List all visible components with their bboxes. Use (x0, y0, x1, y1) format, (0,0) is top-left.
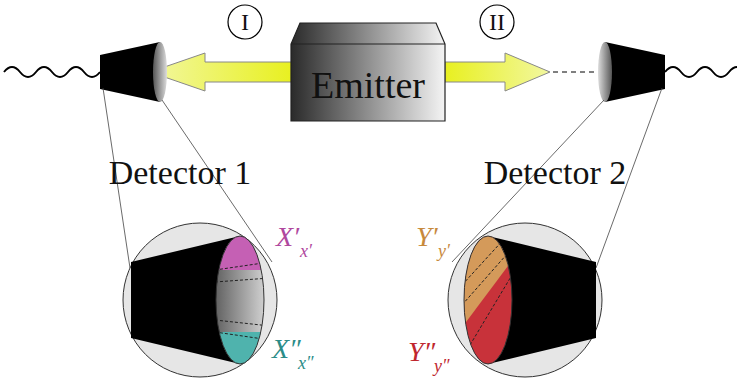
outcome-subscript: x′ (300, 242, 312, 260)
outcome-label: Y″ (408, 338, 435, 366)
outcome-label: X″ (272, 335, 301, 363)
outcome-label: Y′ (416, 223, 438, 251)
beam-number: II (489, 9, 505, 36)
beam-arrow (150, 53, 292, 91)
detector-face (598, 42, 612, 102)
outcome-label: X′ (276, 223, 299, 251)
fiber (4, 67, 100, 77)
detector-cone (605, 42, 665, 102)
outcome-subscript: y′ (438, 242, 450, 260)
outcome-subscript: y″ (434, 357, 450, 375)
beam-number: I (241, 9, 249, 36)
emitter-label: Emitter (311, 63, 425, 107)
detector-face (210, 230, 270, 372)
detector-face (153, 42, 167, 102)
zoom-circle (123, 223, 277, 377)
detector-label: Detector 2 (484, 156, 627, 190)
zoom-circle (448, 223, 602, 377)
detector-face (460, 230, 520, 370)
fiber (665, 67, 737, 77)
emitter-box: Emitter (290, 22, 446, 122)
detector-cone (100, 42, 160, 102)
detector-label: Detector 1 (109, 156, 252, 190)
beam-label-circle: I (227, 4, 263, 40)
beam-arrow (445, 53, 550, 91)
outcome-subscript: x″ (298, 354, 314, 372)
beam-label-circle: II (479, 4, 515, 40)
